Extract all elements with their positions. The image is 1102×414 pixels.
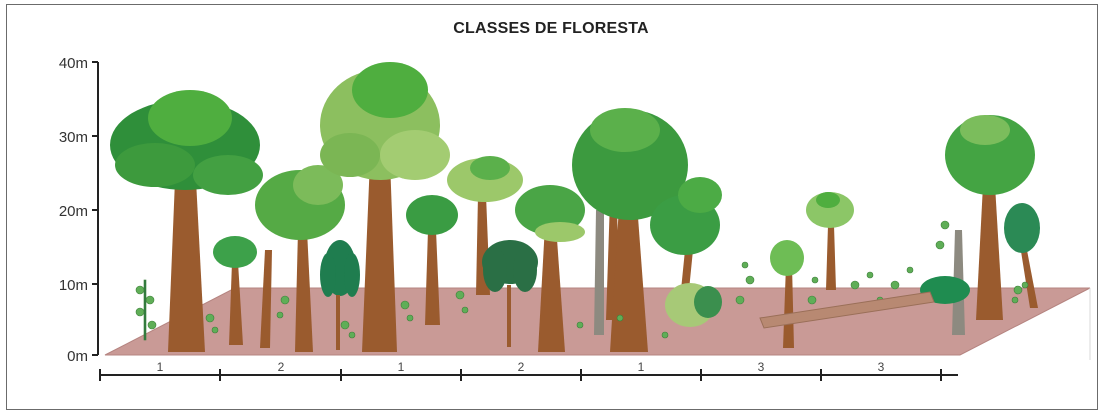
tree-canopies xyxy=(110,62,1040,350)
y-axis: 40m 30m 20m 10m 0m xyxy=(59,55,99,365)
y-tick-label-10: 10m xyxy=(59,277,88,294)
y-tick-label-0: 0m xyxy=(67,348,88,365)
undergrowth-saplings xyxy=(135,220,1029,341)
y-tick-label-40: 40m xyxy=(59,55,88,72)
tree-trunks xyxy=(168,160,1038,352)
x-axis: 1 2 1 2 1 3 3 xyxy=(99,360,958,381)
segment-label-3: 1 xyxy=(398,360,405,374)
segment-label-2: 2 xyxy=(278,360,285,374)
segment-label-1: 1 xyxy=(157,360,164,374)
fallen-log xyxy=(759,291,935,329)
segment-label-7: 3 xyxy=(878,360,885,374)
diagram-title: CLASSES DE FLORESTA xyxy=(453,20,649,37)
y-tick-label-20: 20m xyxy=(59,203,88,220)
segment-label-4: 2 xyxy=(518,360,525,374)
y-tick-label-30: 30m xyxy=(59,129,88,146)
segment-label-5: 1 xyxy=(638,360,645,374)
segment-label-6: 3 xyxy=(758,360,765,374)
